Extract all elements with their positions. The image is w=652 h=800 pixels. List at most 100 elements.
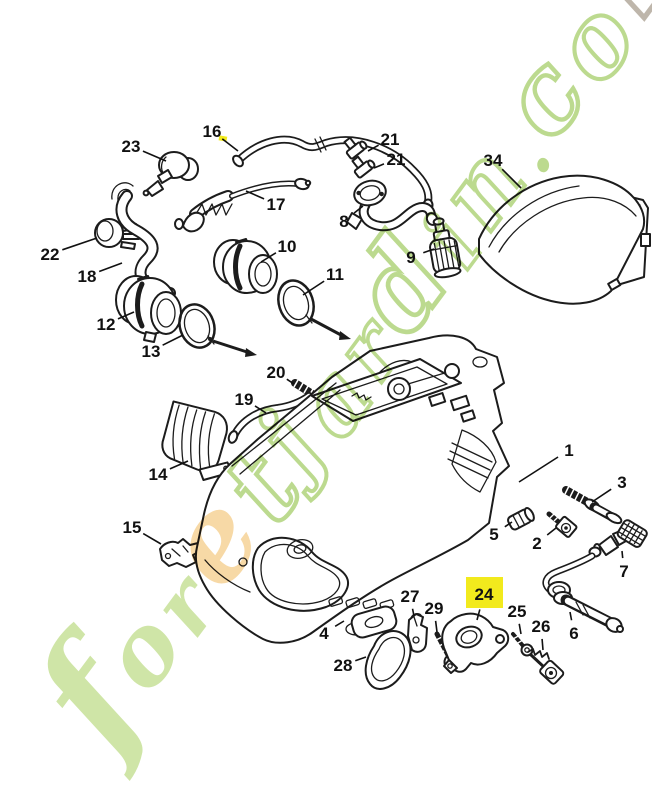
leader-line — [117, 311, 135, 320]
part-number: 24 — [475, 585, 494, 604]
part-screw-26 — [527, 648, 565, 685]
part-label-6[interactable]: 6 — [569, 611, 579, 643]
part-hose-19 — [227, 392, 313, 444]
leader-line — [221, 138, 239, 152]
part-label-5[interactable]: 5 — [489, 521, 513, 544]
part-label-20[interactable]: 20 — [267, 363, 295, 385]
part-number: 15 — [123, 518, 142, 537]
part-number: 2 — [532, 534, 541, 553]
part-screw-25 — [511, 632, 534, 657]
part-fuel-filter-9 — [429, 217, 462, 279]
part-clamp-27 — [407, 613, 428, 653]
leader-line — [541, 638, 544, 651]
part-fuel-hose-16 — [232, 135, 434, 212]
part-label-21[interactable]: 21 — [373, 150, 406, 169]
part-number: 7 — [619, 562, 628, 581]
part-label-8[interactable]: 8 — [339, 205, 364, 231]
part-label-12[interactable]: 12 — [97, 311, 135, 334]
leader-line — [245, 190, 265, 200]
part-number: 21 — [387, 150, 406, 169]
part-number: 6 — [569, 624, 578, 643]
leader-line — [504, 521, 513, 528]
part-label-21[interactable]: 21 — [367, 130, 400, 152]
part-gasket-28 — [364, 630, 412, 690]
part-label-14[interactable]: 14 — [149, 460, 189, 484]
part-number: 19 — [235, 390, 254, 409]
part-label-28[interactable]: 28 — [334, 656, 367, 675]
part-label-27[interactable]: 27 — [401, 587, 420, 617]
part-number: 17 — [267, 195, 286, 214]
part-label-25[interactable]: 25 — [508, 602, 527, 635]
leader-line — [260, 252, 277, 263]
part-suction-tube-6 — [542, 546, 624, 633]
part-label-22[interactable]: 22 — [41, 237, 98, 264]
part-screw-2 — [546, 511, 578, 538]
part-label-17[interactable]: 17 — [245, 190, 286, 214]
part-screw-3 — [562, 485, 623, 525]
part-label-10[interactable]: 10 — [260, 237, 296, 263]
part-housing-1 — [194, 334, 510, 644]
part-number: 22 — [41, 245, 60, 264]
part-label-23[interactable]: 23 — [122, 137, 167, 162]
part-label-24-highlighted[interactable]: 24 — [466, 577, 503, 621]
part-pump-body-10 — [213, 238, 278, 294]
leader-line — [411, 608, 415, 617]
part-label-26[interactable]: 26 — [532, 617, 551, 651]
leader-line — [434, 620, 438, 633]
part-label-3[interactable]: 3 — [591, 473, 627, 503]
part-throttle-cable-17 — [174, 177, 312, 233]
part-oring-11 — [277, 279, 351, 340]
part-label-1[interactable]: 1 — [518, 441, 574, 483]
part-label-7[interactable]: 7 — [619, 550, 629, 581]
leader-line — [518, 623, 522, 635]
part-number: 25 — [508, 602, 527, 621]
leader-line — [501, 168, 522, 189]
part-nipple-21b — [351, 155, 376, 179]
part-label-18[interactable]: 18 — [78, 262, 123, 286]
part-number: 12 — [97, 315, 116, 334]
leader-line — [334, 620, 345, 627]
part-number: 14 — [149, 465, 168, 484]
leader-line — [286, 378, 295, 385]
part-ribbed-cover-14 — [161, 400, 234, 482]
part-number: 34 — [484, 151, 503, 170]
part-number: 16 — [203, 122, 222, 141]
part-label-9[interactable]: 9 — [406, 248, 435, 267]
part-number: 11 — [326, 265, 344, 284]
leader-line — [423, 248, 435, 254]
part-number: 9 — [406, 248, 415, 267]
leader-line — [302, 280, 325, 296]
part-number: 21 — [381, 130, 400, 149]
part-label-13[interactable]: 13 — [142, 334, 184, 361]
part-number: 1 — [564, 441, 573, 460]
leader-line — [546, 527, 557, 536]
part-label-2[interactable]: 2 — [532, 527, 557, 553]
part-label-11[interactable]: 11 — [302, 265, 344, 296]
part-label-16[interactable]: 16 — [203, 122, 239, 152]
part-number: 27 — [401, 587, 420, 606]
part-number: 3 — [617, 473, 626, 492]
part-number: 8 — [339, 212, 348, 231]
part-number: 13 — [142, 342, 161, 361]
part-label-19[interactable]: 19 — [235, 390, 267, 414]
leader-line — [98, 262, 123, 273]
part-number: 5 — [489, 525, 498, 544]
leader-line — [367, 144, 379, 152]
part-cover-34 — [478, 174, 651, 305]
highlight-box — [466, 577, 503, 608]
part-number: 23 — [122, 137, 141, 156]
part-label-4[interactable]: 4 — [319, 620, 345, 643]
part-label-34[interactable]: 34 — [484, 151, 522, 189]
part-label-15[interactable]: 15 — [123, 518, 162, 545]
leader-line — [162, 334, 184, 346]
leader-line — [518, 456, 559, 483]
part-bracket-15 — [159, 538, 201, 568]
part-number: 20 — [267, 363, 286, 382]
part-nipple-21a — [343, 136, 368, 160]
part-number: 26 — [532, 617, 551, 636]
part-label-29[interactable]: 29 — [425, 599, 444, 633]
